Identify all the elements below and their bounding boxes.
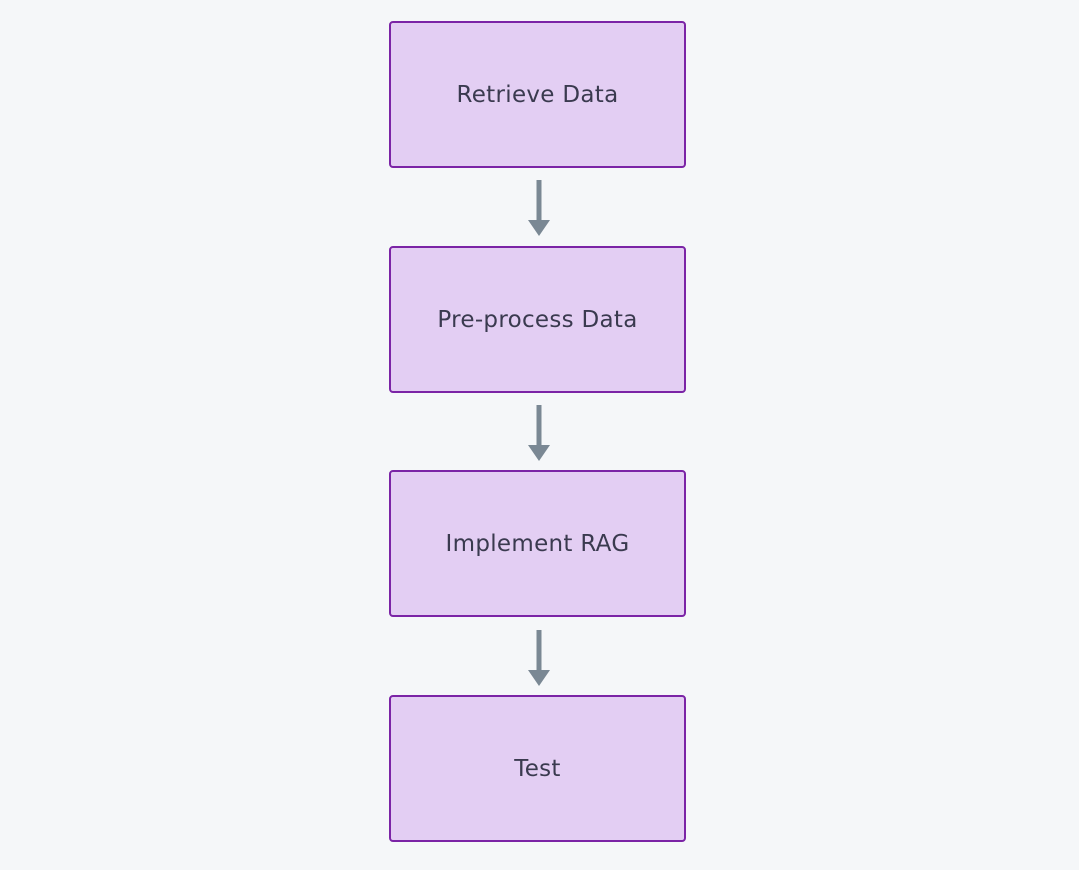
- step-node-preprocess-data: Pre-process Data: [389, 246, 686, 393]
- step-label: Implement RAG: [445, 530, 630, 557]
- down-arrow-connector: [528, 180, 550, 236]
- step-label: Pre-process Data: [437, 306, 638, 333]
- down-arrow-connector: [528, 630, 550, 686]
- step-label: Retrieve Data: [456, 81, 619, 108]
- down-arrow-connector: [528, 405, 550, 461]
- step-node-test: Test: [389, 695, 686, 842]
- step-label: Test: [514, 755, 561, 782]
- step-node-implement-rag: Implement RAG: [389, 470, 686, 617]
- step-node-retrieve-data: Retrieve Data: [389, 21, 686, 168]
